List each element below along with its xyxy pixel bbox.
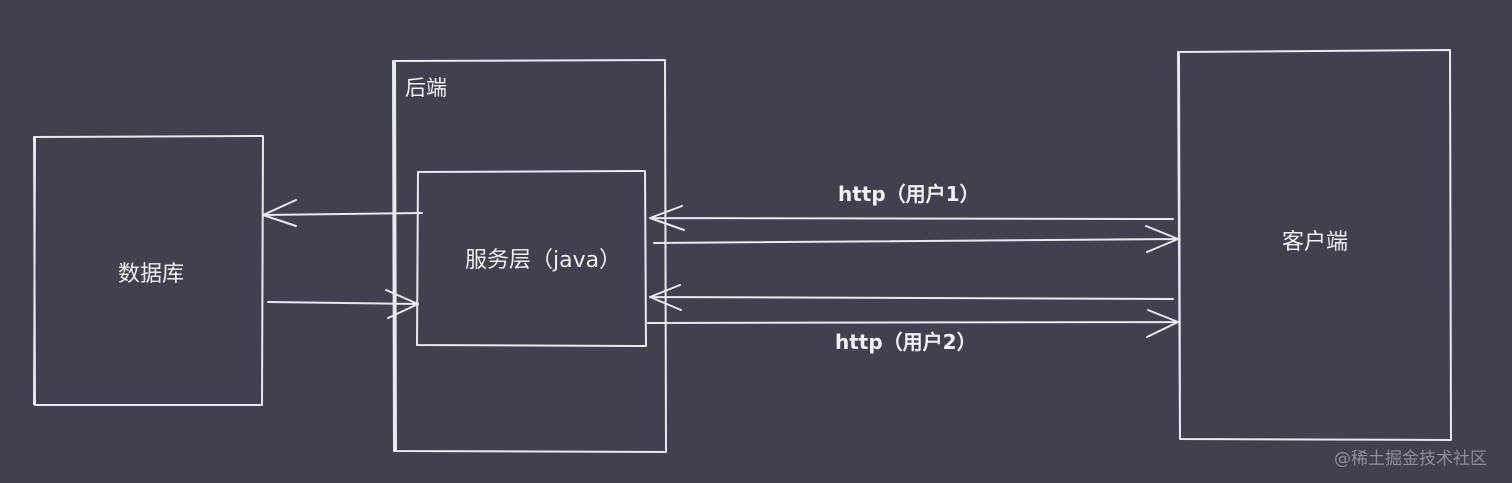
database-label: 数据库 (118, 262, 185, 287)
database-box (33, 135, 264, 406)
backend-box (392, 59, 667, 453)
arrow-service-to-client-user2 (647, 309, 1179, 338)
http-user2-label: http（用户2） (835, 330, 977, 354)
arrow-client-to-service-user1 (649, 205, 1174, 231)
arrow-service-to-database (262, 199, 423, 227)
backend-label: 后端 (405, 76, 447, 100)
service-layer-box (416, 170, 647, 347)
arrow-client-to-service-user2 (649, 284, 1174, 311)
arrow-service-to-client-user1 (653, 225, 1179, 253)
client-label: 客户端 (1282, 230, 1349, 255)
arrow-database-to-service (267, 289, 419, 319)
watermark-text: @稀土掘金技术社区 (1334, 449, 1487, 469)
client-box (1177, 49, 1452, 441)
http-user1-label: http（用户1） (838, 182, 980, 206)
service-layer-label: 服务层（java） (465, 248, 622, 273)
